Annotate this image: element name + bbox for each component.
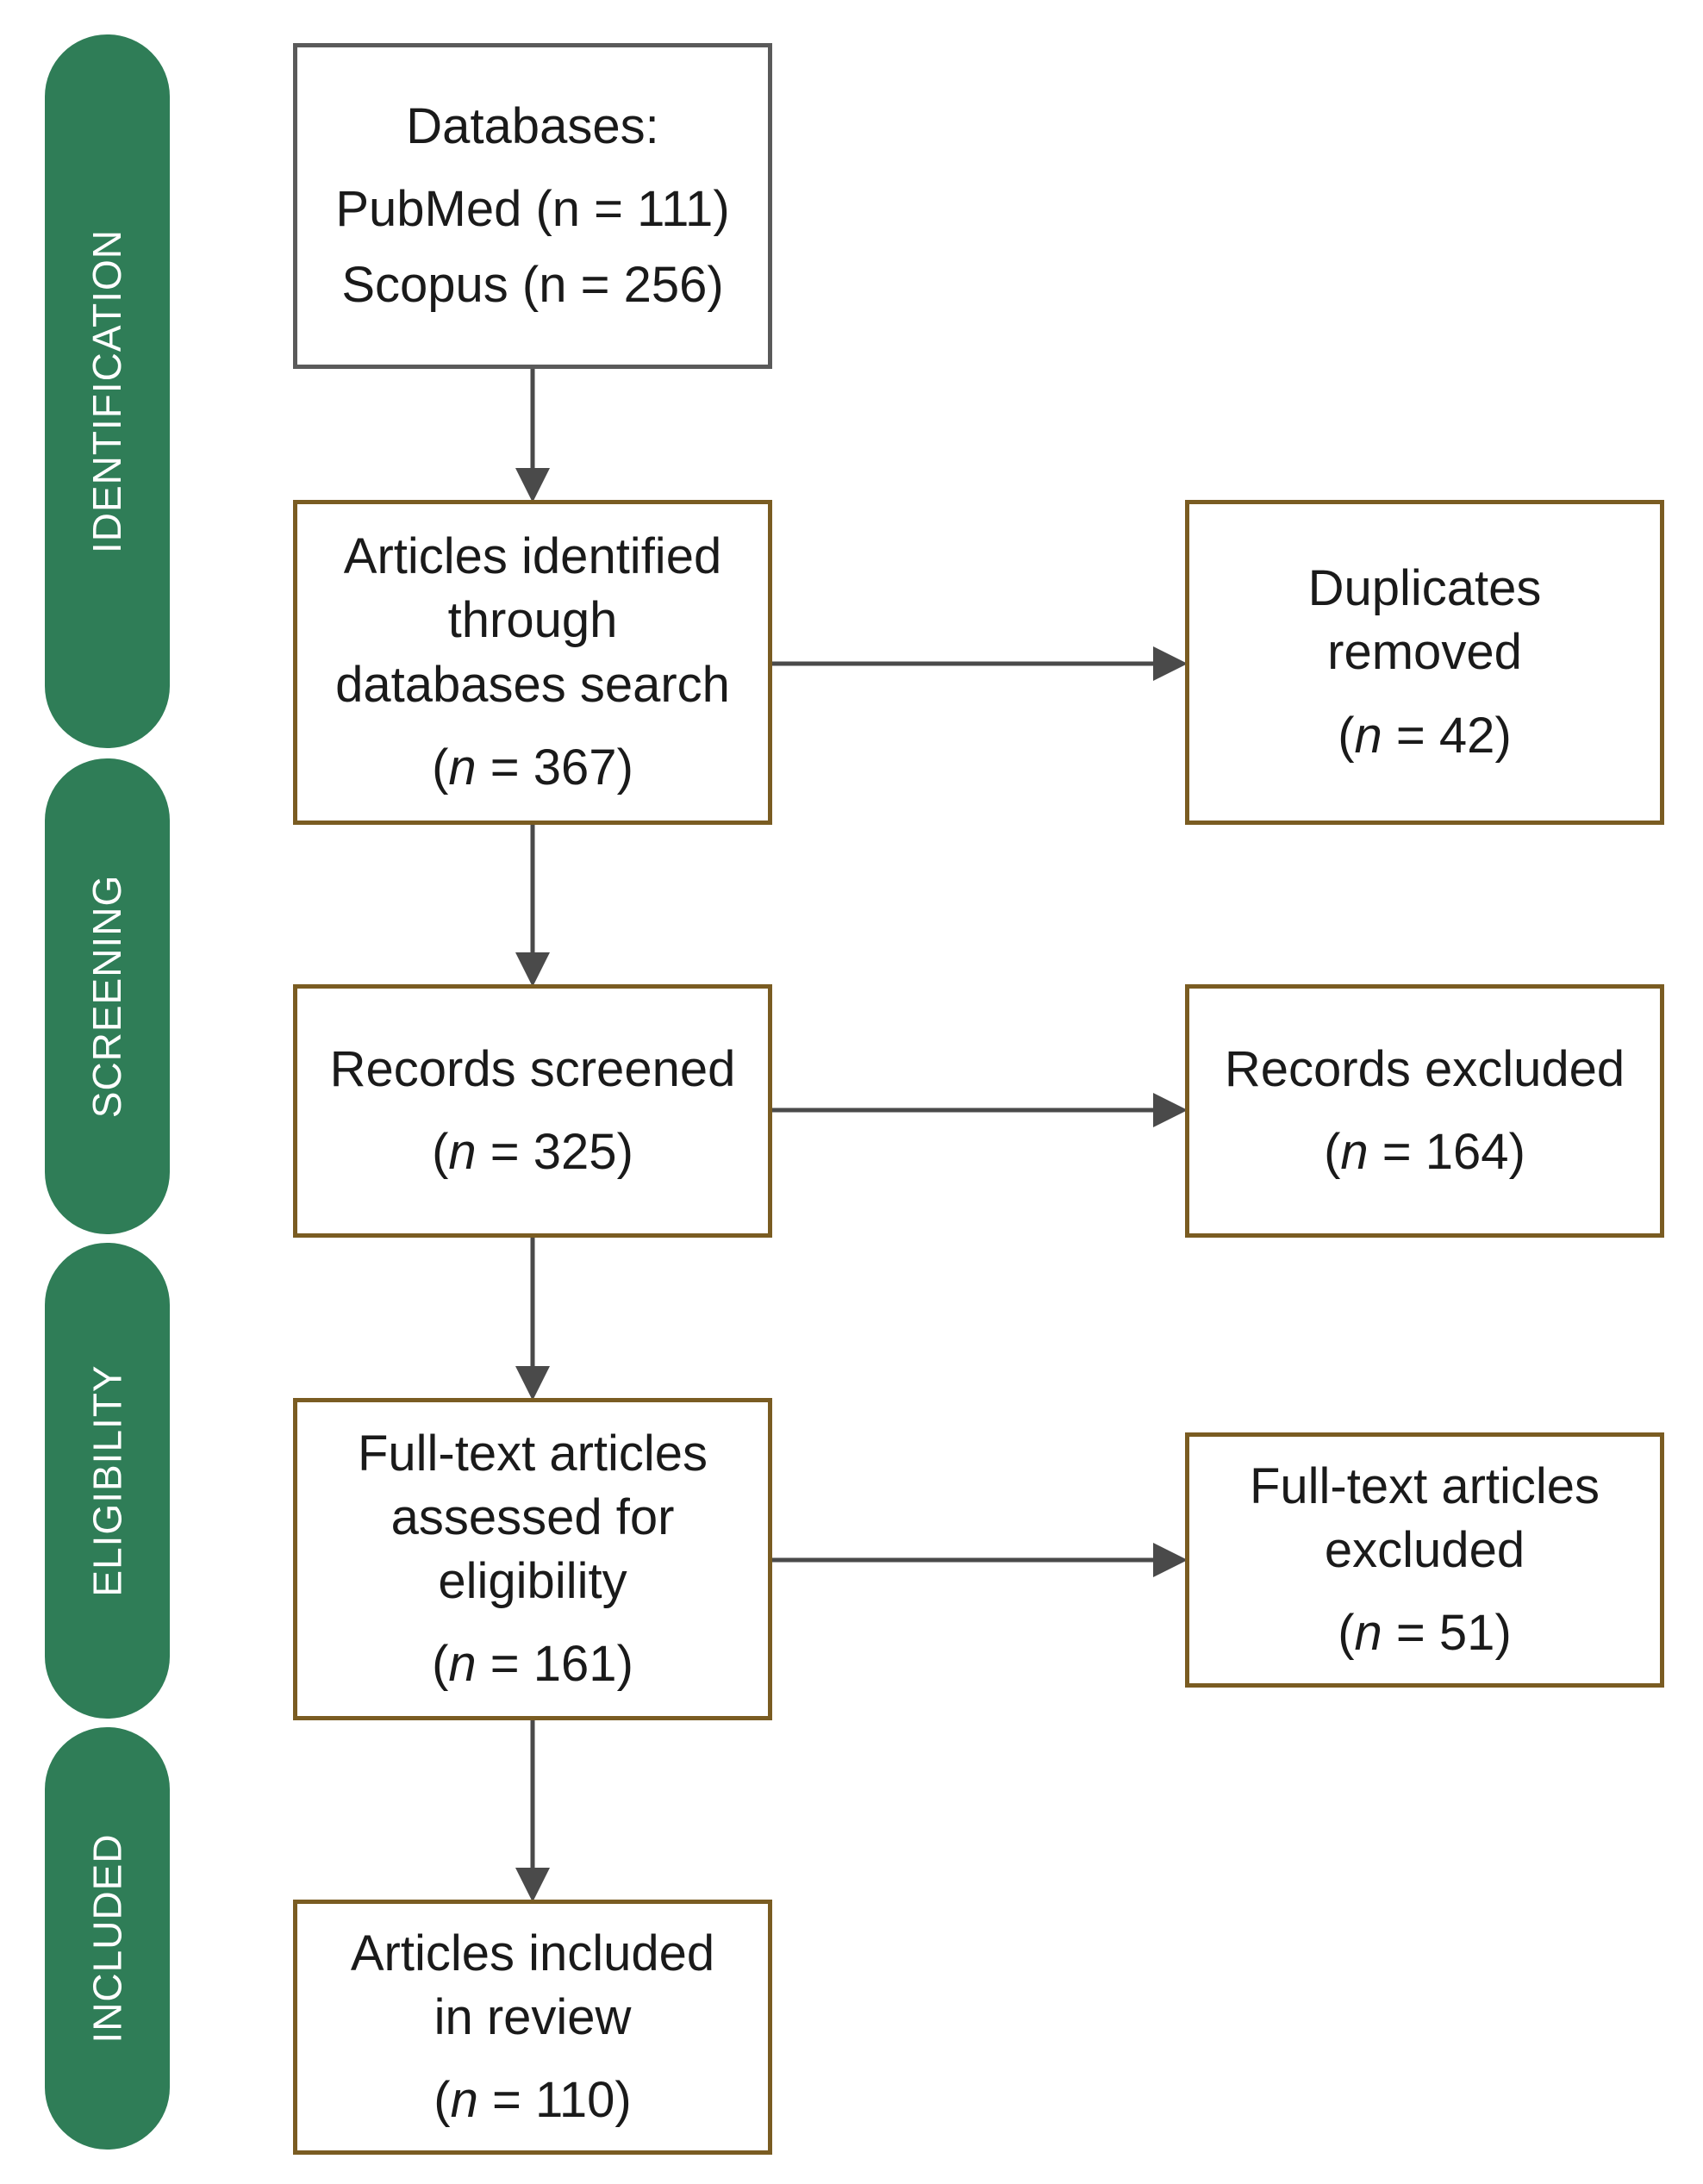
- phase-label: IDENTIFICATION: [84, 228, 130, 554]
- identified-box-line: Articles identified: [343, 528, 722, 585]
- count-label: n: [1340, 1124, 1369, 1180]
- duplicates-box-line: removed: [1327, 624, 1522, 681]
- included-box-line: Articles included: [350, 1925, 715, 1981]
- identified-box-line: databases search: [335, 656, 730, 713]
- count-value: 161: [533, 1636, 617, 1693]
- count-label: n: [1354, 707, 1382, 764]
- identified-box-count: (n = 367): [432, 739, 633, 796]
- fulltext-excluded-box-count: (n = 51): [1338, 1605, 1512, 1662]
- excluded-box-count: (n = 164): [1324, 1124, 1525, 1180]
- phase-included: INCLUDED: [45, 1727, 170, 2150]
- screened-box-line: Records screened: [329, 1040, 736, 1097]
- fulltext-box-line: assessed for: [390, 1488, 675, 1545]
- duplicates-box-line: Duplicates: [1307, 560, 1542, 617]
- included-box: Articles included in review (n = 110): [293, 1900, 772, 2155]
- count-label: n: [448, 1124, 477, 1180]
- excluded-box-line: Records excluded: [1224, 1040, 1625, 1097]
- included-box-line: in review: [434, 1988, 632, 2045]
- fulltext-box-count: (n = 161): [432, 1636, 633, 1693]
- count-value: 164: [1425, 1124, 1509, 1180]
- screened-box-count: (n = 325): [432, 1124, 633, 1180]
- count-label: n: [448, 1636, 477, 1693]
- duplicates-box: Duplicates removed (n = 42): [1185, 500, 1664, 825]
- phase-screening: SCREENING: [45, 758, 170, 1234]
- fulltext-excluded-box-line: excluded: [1324, 1521, 1525, 1578]
- fulltext-excluded-box: Full-text articles excluded (n = 51): [1185, 1432, 1664, 1688]
- phase-label: INCLUDED: [84, 1833, 130, 2044]
- databases-box-pubmed: PubMed (n = 111): [335, 180, 730, 237]
- count-label: n: [1354, 1605, 1382, 1662]
- count-value: 42: [1438, 707, 1495, 764]
- count-value: 51: [1438, 1605, 1495, 1662]
- count-value: 325: [533, 1124, 617, 1180]
- included-box-count: (n = 110): [434, 2072, 632, 2129]
- databases-box: Databases: PubMed (n = 111) Scopus (n = …: [293, 43, 772, 369]
- fulltext-box-line: Full-text articles: [357, 1425, 708, 1482]
- fulltext-excluded-box-line: Full-text articles: [1249, 1457, 1600, 1514]
- count-label: n: [450, 2072, 478, 2129]
- fulltext-box-line: eligibility: [438, 1553, 627, 1609]
- databases-box-scopus: Scopus (n = 256): [341, 257, 724, 314]
- phase-eligibility: ELIGIBILITY: [45, 1243, 170, 1719]
- duplicates-box-count: (n = 42): [1338, 707, 1512, 764]
- excluded-box: Records excluded (n = 164): [1185, 984, 1664, 1238]
- fulltext-box: Full-text articles assessed for eligibil…: [293, 1398, 772, 1720]
- count-label: n: [448, 739, 477, 796]
- phase-label: SCREENING: [84, 874, 130, 1119]
- databases-box-heading: Databases:: [406, 97, 659, 154]
- identified-box: Articles identified through databases se…: [293, 500, 772, 825]
- screened-box: Records screened (n = 325): [293, 984, 772, 1238]
- count-value: 367: [533, 739, 617, 796]
- phase-identification: IDENTIFICATION: [45, 34, 170, 748]
- count-value: 110: [534, 2072, 615, 2129]
- phase-label: ELIGIBILITY: [84, 1364, 130, 1597]
- identified-box-line: through: [447, 592, 618, 649]
